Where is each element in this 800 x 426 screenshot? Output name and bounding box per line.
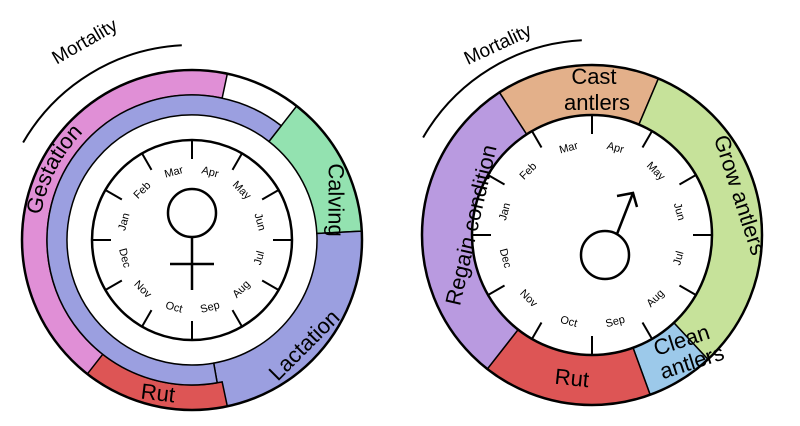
mortality-arc <box>422 39 582 139</box>
rut-label: Rut <box>554 364 591 392</box>
outer-ring <box>20 68 364 412</box>
month-label-jul: Jul <box>252 250 267 267</box>
calving-label: Calving <box>324 163 349 236</box>
month-tick <box>261 189 280 201</box>
month-label-mar: Mar <box>558 140 580 157</box>
month-label-dec: Dec <box>497 247 514 269</box>
month-tick <box>231 309 243 328</box>
female-symbol-icon <box>166 187 218 290</box>
month-label-jan: Jan <box>116 212 132 232</box>
month-label-sep: Sep <box>604 314 626 331</box>
month-label-apr: Apr <box>200 164 220 180</box>
month-tick <box>104 189 123 201</box>
month-tick <box>678 284 697 296</box>
mortality-label: Mortality <box>461 20 535 70</box>
month-tick <box>487 174 506 186</box>
gestation-inner-band <box>46 94 283 386</box>
month-tick <box>104 279 123 291</box>
month-label-oct: Oct <box>559 314 579 330</box>
month-label-dec: Dec <box>116 247 133 269</box>
mortality-arc <box>22 44 182 144</box>
month-tick <box>261 279 280 291</box>
rut-label: Rut <box>139 379 176 408</box>
month-label-oct: Oct <box>164 300 184 316</box>
month-label-apr: Apr <box>605 140 625 156</box>
mortality-label: Mortality <box>49 15 122 69</box>
male-symbol-icon <box>579 191 639 281</box>
month-label-jan: Jan <box>497 202 513 222</box>
month-tick <box>141 309 153 328</box>
month-tick <box>141 152 153 171</box>
month-label-jul: Jul <box>671 250 686 267</box>
month-label-jun: Jun <box>252 212 268 232</box>
cast-antlers-label: Cast antlers <box>564 64 630 115</box>
month-label-mar: Mar <box>163 164 185 181</box>
month-tick <box>678 174 697 186</box>
outer-ring <box>420 63 764 407</box>
month-tick <box>531 130 543 149</box>
month-tick <box>641 130 653 149</box>
month-tick <box>487 284 506 296</box>
month-ticks <box>472 115 712 355</box>
month-label-sep: Sep <box>199 299 221 316</box>
month-label-jun: Jun <box>671 202 687 222</box>
month-tick <box>641 321 653 340</box>
month-tick <box>531 321 543 340</box>
month-ticks <box>92 140 292 340</box>
month-tick <box>231 152 243 171</box>
